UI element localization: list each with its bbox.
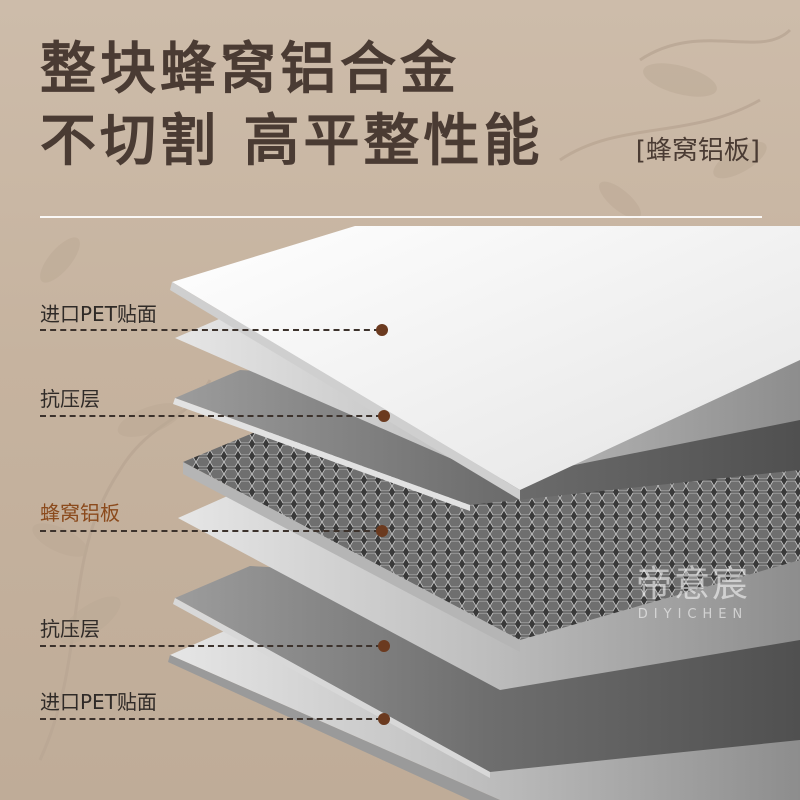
header: 整块蜂窝铝合金 不切割 高平整性能 [蜂窝铝板] (0, 0, 800, 225)
layer-label-pressure-top: 抗压层 (40, 387, 100, 411)
layer-label-honeycomb: 蜂窝铝板 (40, 501, 120, 525)
top-pet-sheet (172, 226, 800, 490)
honeycomb-core-edge (183, 462, 520, 652)
marker-dot-pressure-top (378, 410, 390, 422)
leader-line-pet-bottom (40, 718, 382, 720)
leader-line-pressure-bottom (40, 645, 382, 647)
leader-line-pet-top (40, 329, 380, 331)
marker-dot-pet-bottom (378, 713, 390, 725)
marker-dot-pet-top (376, 324, 388, 336)
header-divider (40, 216, 762, 218)
leader-line-honeycomb (40, 530, 380, 532)
title-line-2: 不切割 高平整性能 (40, 109, 544, 174)
brand-watermark: 帝意宸 DIYICHEN (618, 564, 768, 623)
leader-line-pressure-top (40, 415, 382, 417)
watermark-logo-en: DIYICHEN (637, 607, 749, 622)
product-badge: [蜂窝铝板] (635, 136, 760, 166)
top-pressure-edge (173, 398, 470, 511)
marker-dot-honeycomb (376, 525, 388, 537)
marker-dot-pressure-bottom (378, 640, 390, 652)
layer-label-pet-top: 进口PET贴面 (40, 302, 157, 326)
bottom-pressure-edge (173, 598, 490, 778)
title-line-1: 整块蜂窝铝合金 (40, 37, 460, 102)
top-pet-edge (170, 282, 520, 500)
bottom-pet-edge (168, 655, 500, 800)
layer-label-pet-bottom: 进口PET贴面 (40, 690, 157, 714)
watermark-logo-cn: 帝意宸 (635, 564, 750, 605)
layer-label-pressure-bottom: 抗压层 (40, 617, 100, 641)
